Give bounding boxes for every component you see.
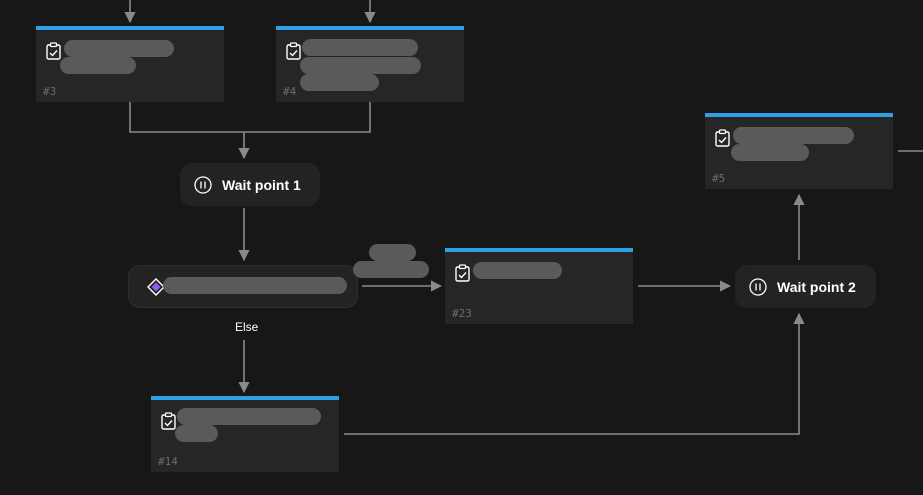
wait-point-label: Wait point 2 [777, 278, 856, 295]
task-number: #3 [43, 85, 57, 98]
task-node-14[interactable]: #14 [151, 396, 339, 472]
redacted-title-line [731, 144, 809, 161]
redacted-title-line [60, 57, 136, 74]
clipboard-check-icon [286, 42, 301, 60]
redacted-condition-text [163, 277, 347, 294]
task-number: #14 [158, 455, 178, 468]
wait-point-2-node[interactable]: Wait point 2 [735, 265, 876, 308]
redacted-title-line [733, 127, 854, 144]
connector-14-to-wait2 [344, 312, 805, 435]
task-node-3[interactable]: #3 [36, 26, 224, 102]
wait-point-1-node[interactable]: Wait point 1 [180, 163, 320, 206]
clipboard-check-icon [715, 129, 730, 147]
task-number: #23 [452, 307, 472, 320]
redacted-edge-label [353, 261, 429, 278]
redacted-title-line [64, 40, 174, 57]
task-number: #4 [283, 85, 297, 98]
connector-3-4-join [129, 102, 371, 133]
task-number: #5 [712, 172, 726, 185]
redacted-title-line [473, 262, 562, 279]
task-node-4[interactable]: #4 [276, 26, 464, 102]
task-node-23[interactable]: #23 [445, 248, 633, 324]
wait-point-label: Wait point 1 [222, 176, 301, 193]
clipboard-check-icon [161, 412, 176, 430]
pause-circle-icon [749, 277, 767, 296]
clipboard-check-icon [46, 42, 61, 60]
pause-circle-icon [194, 175, 212, 194]
condition-node[interactable] [128, 265, 358, 308]
redacted-title-line [300, 74, 379, 91]
redacted-title-line [302, 39, 418, 56]
redacted-edge-label [369, 244, 416, 261]
redacted-title-line [300, 57, 421, 74]
else-branch-label: Else [235, 320, 259, 334]
redacted-title-line [177, 408, 321, 425]
redacted-title-line [175, 425, 218, 442]
task-node-5[interactable]: #5 [705, 113, 893, 189]
clipboard-check-icon [455, 264, 470, 282]
diamond-icon [147, 278, 165, 296]
